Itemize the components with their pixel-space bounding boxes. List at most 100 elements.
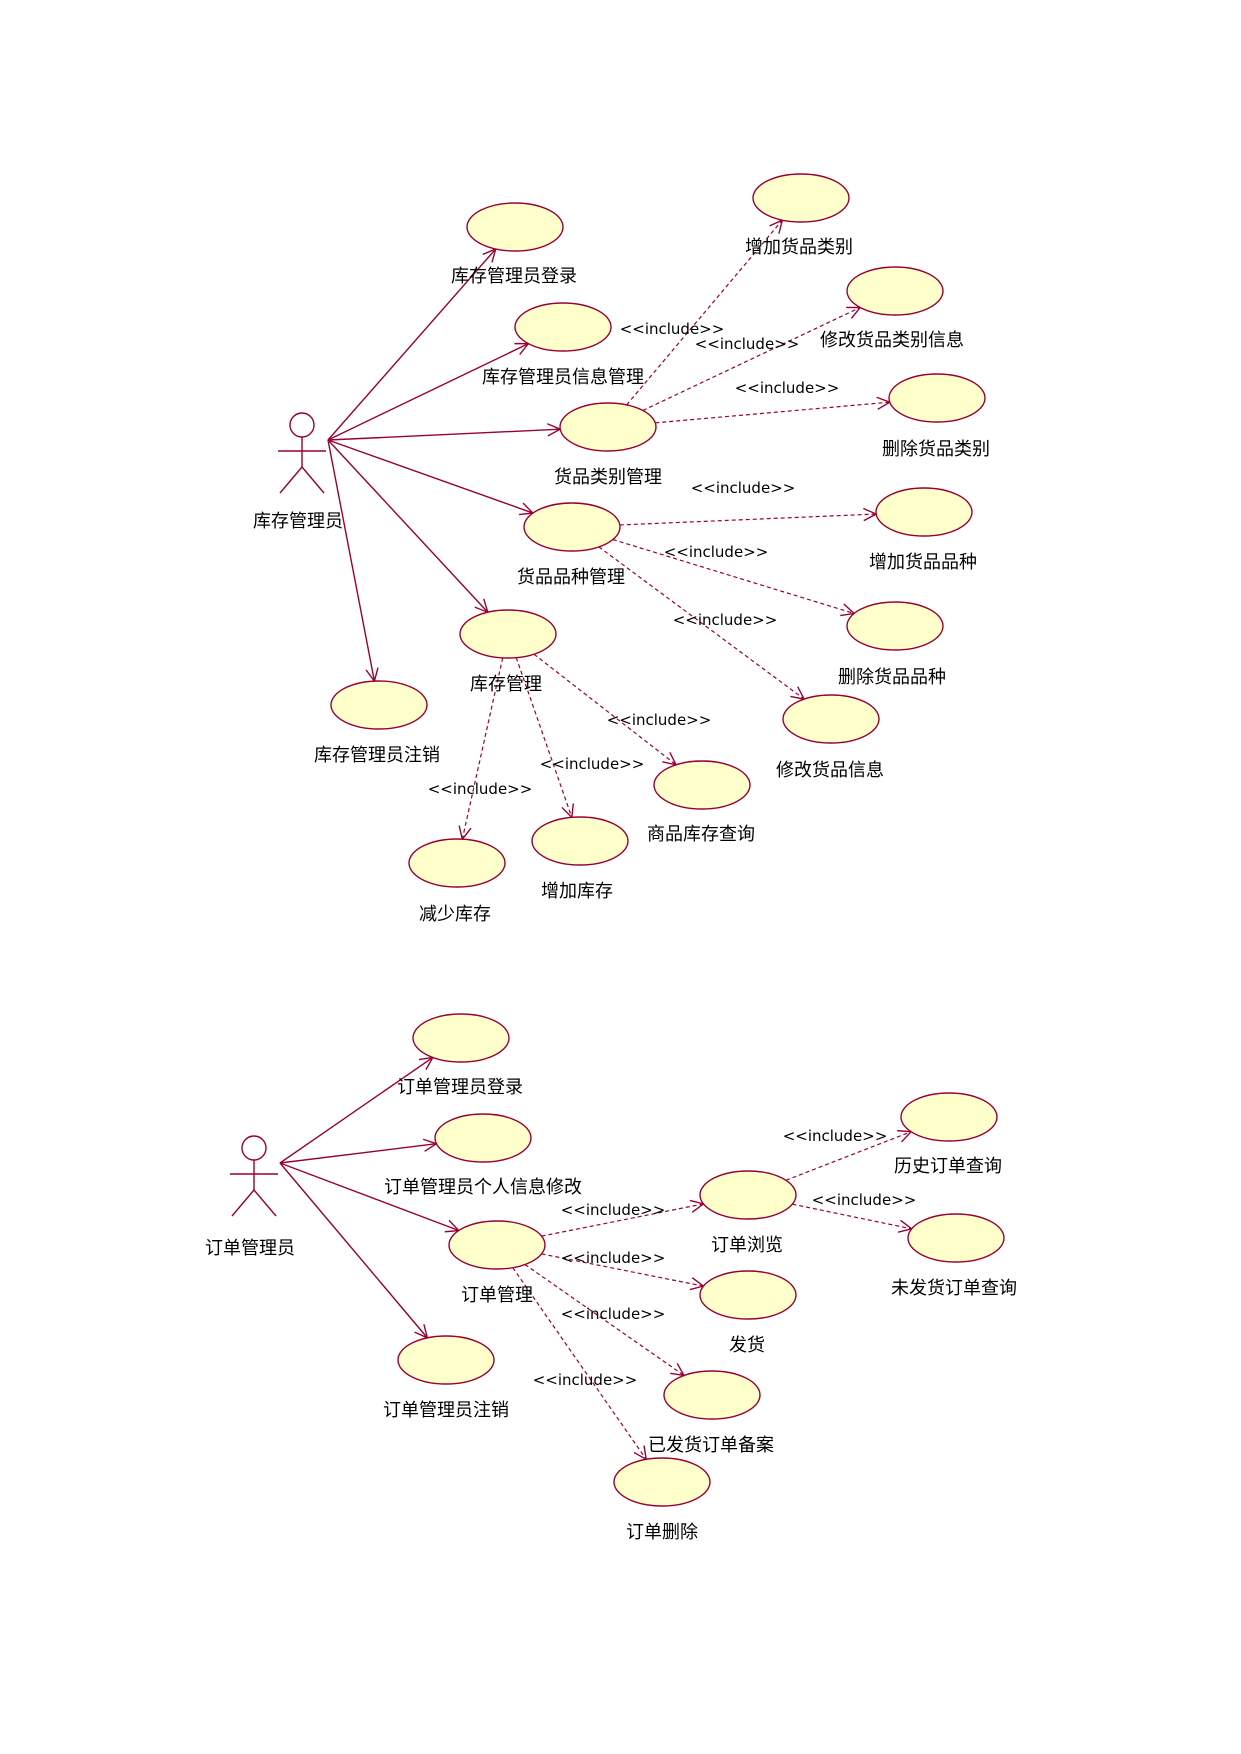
- include-ord_browse-ord_hist: [785, 1131, 912, 1181]
- association-inv_info: [327, 343, 529, 441]
- include-cat_mgmt-cat_del: [655, 401, 890, 424]
- include-label: <<include>>: [691, 479, 796, 497]
- association-ord_logout: [279, 1162, 428, 1339]
- actor-right-leg: [301, 466, 325, 494]
- use-case-label-ord_hist: 历史订单查询: [894, 1156, 1002, 1177]
- use-case-cat_mgmt[interactable]: [559, 402, 657, 452]
- use-case-label-var_del: 删除货品品种: [838, 667, 946, 688]
- actor-label: 订单管理员: [205, 1238, 295, 1259]
- include-label: <<include>>: [664, 543, 769, 561]
- use-case-ord_hist[interactable]: [900, 1092, 998, 1142]
- include-ord_delete-arrowhead: [633, 1445, 648, 1461]
- use-case-label-ord_login: 订单管理员登录: [397, 1077, 523, 1098]
- use-case-stock_mgmt[interactable]: [459, 609, 557, 659]
- association-inv_logout: [327, 439, 376, 682]
- use-case-label-cat_mgmt: 货品类别管理: [554, 467, 662, 488]
- use-case-label-stock_mgmt: 库存管理: [470, 674, 542, 695]
- labels-layer: 库存管理员库存管理员登录库存管理员信息管理货品类别管理增加货品类别修改货品类别信…: [205, 237, 1017, 1543]
- use-case-ord_delete[interactable]: [613, 1457, 711, 1507]
- include-label: <<include>>: [428, 780, 533, 798]
- use-case-label-cat_del: 删除货品类别: [882, 439, 990, 460]
- use-case-ord_unship[interactable]: [907, 1213, 1005, 1263]
- actor-head: [289, 412, 315, 438]
- use-case-var_edit[interactable]: [782, 694, 880, 744]
- include-label: <<include>>: [561, 1249, 666, 1267]
- actor-ord_admin[interactable]: [230, 1135, 278, 1217]
- use-case-label-ord_mgmt: 订单管理: [461, 1285, 533, 1306]
- use-case-label-ord_delete: 订单删除: [626, 1522, 698, 1543]
- include-var_mgmt-var_del: [612, 538, 855, 615]
- use-case-var_mgmt[interactable]: [523, 502, 621, 552]
- include-stock_mgmt-stock_add: [515, 657, 573, 818]
- include-label: <<include>>: [673, 611, 778, 629]
- use-case-label-inv_logout: 库存管理员注销: [314, 745, 440, 766]
- use-case-ord_info[interactable]: [434, 1113, 532, 1163]
- nodes-layer: [230, 173, 1005, 1507]
- use-case-cat_edit[interactable]: [846, 266, 944, 316]
- use-case-var_del[interactable]: [846, 601, 944, 651]
- actor-right-leg: [253, 1189, 277, 1217]
- use-case-ord_logout[interactable]: [397, 1335, 495, 1385]
- use-case-label-ord_logout: 订单管理员注销: [383, 1400, 509, 1421]
- use-case-label-ord_info: 订单管理员个人信息修改: [384, 1177, 582, 1198]
- connectors-layer: [279, 218, 914, 1461]
- association-cat_mgmt: [327, 428, 561, 441]
- actor-label: 库存管理员: [253, 511, 343, 532]
- actor-head: [241, 1135, 267, 1161]
- use-case-var_add[interactable]: [875, 487, 973, 537]
- use-case-ord_login[interactable]: [412, 1013, 510, 1063]
- include-label: <<include>>: [561, 1201, 666, 1219]
- include-stock_mgmt-stock_sub: [461, 657, 504, 840]
- include-label: <<include>>: [735, 379, 840, 397]
- include-label: <<include>>: [540, 755, 645, 773]
- include-label: <<include>>: [607, 711, 712, 729]
- include-label: <<include>>: [533, 1371, 638, 1389]
- use-case-label-stock_sub: 减少库存: [419, 904, 491, 925]
- use-case-label-ord_archive: 已发货订单备案: [648, 1435, 774, 1456]
- include-ord_mgmt-ord_archive: [524, 1264, 685, 1376]
- include-ord_mgmt-ord_delete: [512, 1267, 647, 1460]
- use-case-stock_sub[interactable]: [408, 838, 506, 888]
- include-ord_browse-ord_unship: [792, 1203, 912, 1230]
- use-case-inv_info[interactable]: [514, 302, 612, 352]
- association-ord_info: [279, 1143, 437, 1164]
- include-label: <<include>>: [812, 1191, 917, 1209]
- include-stock_sub-arrowhead: [458, 825, 472, 841]
- actor-inv_admin[interactable]: [278, 412, 326, 494]
- use-case-label-var_mgmt: 货品品种管理: [517, 567, 625, 588]
- use-case-stock_add[interactable]: [531, 816, 629, 866]
- use-case-label-cat_add: 增加货品类别: [745, 237, 853, 258]
- use-case-ord_mgmt[interactable]: [448, 1220, 546, 1270]
- association-inv_login: [327, 248, 497, 441]
- association-stock_mgmt: [327, 439, 489, 613]
- use-case-cat_add[interactable]: [752, 173, 850, 223]
- include-label: <<include>>: [695, 335, 800, 353]
- use-case-ord_archive[interactable]: [663, 1370, 761, 1420]
- include-var_mgmt-var_add: [619, 513, 877, 526]
- use-case-label-var_edit: 修改货品信息: [776, 760, 884, 781]
- use-case-cat_del[interactable]: [888, 373, 986, 423]
- use-case-label-ord_unship: 未发货订单查询: [891, 1278, 1017, 1299]
- use-case-label-stock_query: 商品库存查询: [647, 824, 755, 845]
- actor-left-leg: [279, 466, 303, 494]
- use-case-inv_logout[interactable]: [330, 680, 428, 730]
- use-case-label-stock_add: 增加库存: [541, 881, 613, 902]
- association-ord_login: [279, 1056, 434, 1164]
- include-cat_mgmt-cat_add: [626, 219, 783, 406]
- association-ord_mgmt: [279, 1162, 459, 1232]
- use-case-ord_ship[interactable]: [699, 1270, 797, 1320]
- use-case-ord_browse[interactable]: [699, 1170, 797, 1220]
- include-stock_mgmt-stock_query: [533, 653, 677, 766]
- use-case-label-ord_ship: 发货: [729, 1335, 765, 1356]
- include-label: <<include>>: [783, 1127, 888, 1145]
- include-var_mgmt-var_edit: [598, 546, 805, 700]
- include-cat_mgmt-cat_edit: [642, 306, 861, 412]
- use-case-label-inv_info: 库存管理员信息管理: [482, 367, 644, 388]
- include-label: <<include>>: [561, 1305, 666, 1323]
- use-case-label-inv_login: 库存管理员登录: [451, 266, 577, 287]
- use-case-inv_login[interactable]: [466, 202, 564, 252]
- actor-left-leg: [231, 1189, 255, 1217]
- association-var_mgmt: [327, 439, 534, 514]
- use-case-stock_query[interactable]: [653, 760, 751, 810]
